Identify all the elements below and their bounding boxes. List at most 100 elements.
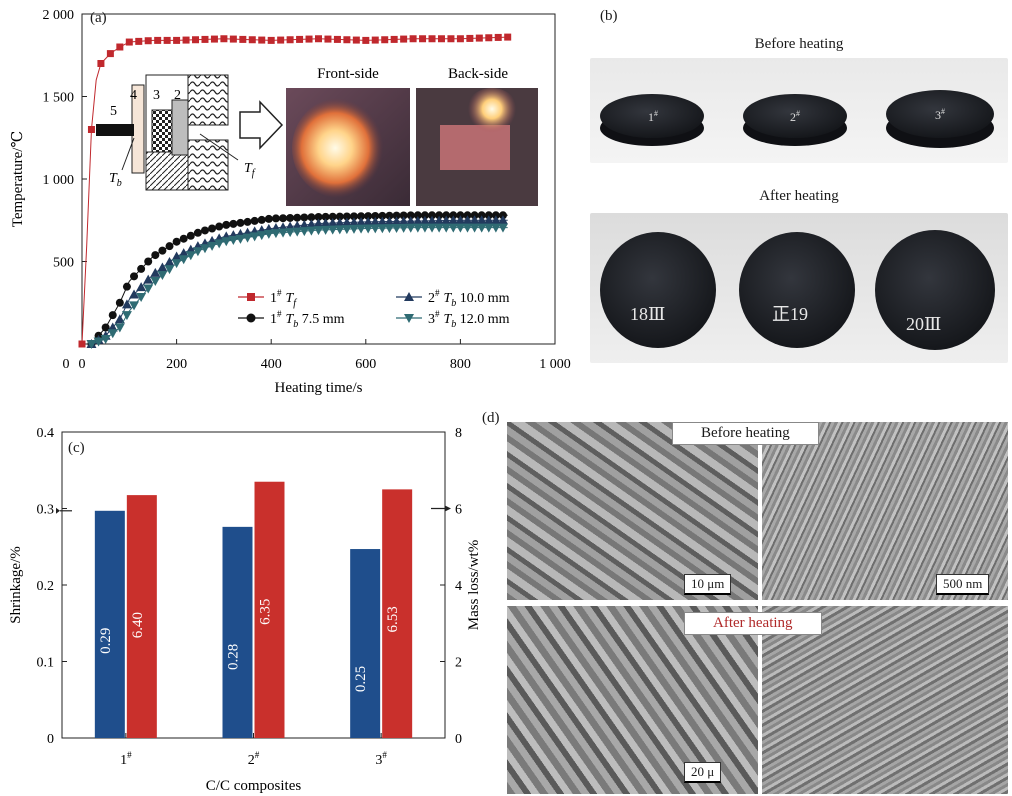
point-0-33: [390, 35, 398, 43]
point-0-18: [248, 36, 256, 44]
point-0-26: [324, 35, 332, 43]
x-tick-label-3: 600: [355, 357, 376, 372]
point-3-48: [427, 223, 438, 233]
point-2-6: [129, 289, 140, 299]
point-0-4: [116, 43, 124, 51]
sem-before-right: [762, 422, 1008, 600]
point-2-36: [341, 217, 352, 227]
point-2-53: [462, 215, 473, 225]
point-1-50: [442, 211, 451, 220]
point-0-23: [296, 35, 304, 43]
point-2-32: [313, 218, 324, 228]
point-0-32: [381, 36, 389, 44]
legend-label-1-tf: 1#Tf: [270, 288, 297, 309]
point-3-37: [348, 224, 359, 234]
point-2-3: [107, 322, 118, 332]
point-0-19: [258, 36, 266, 44]
point-1-15: [193, 228, 202, 237]
point-2-50: [441, 215, 452, 225]
point-3-50: [441, 223, 452, 233]
point-3-11: [164, 265, 175, 275]
legend-marker-tb1: [246, 313, 256, 323]
point-0-27: [333, 35, 341, 43]
point-0-12: [192, 36, 200, 44]
point-2-12: [171, 251, 182, 261]
panel-label-c: (c): [68, 440, 85, 456]
legend-label-3-tb: 3#Tb 12.0 mm: [428, 309, 510, 330]
point-0-42: [475, 34, 483, 42]
sample-2-before: 2#: [743, 94, 847, 146]
x-axis-title: Heating time/s: [275, 380, 363, 396]
point-1-28: [286, 213, 295, 222]
point-2-38: [356, 217, 367, 227]
svg-text:1#: 1#: [648, 109, 658, 124]
point-3-42: [384, 224, 395, 234]
point-0-13: [201, 35, 209, 43]
point-2-11: [164, 256, 175, 266]
point-0-29: [352, 36, 360, 44]
point-3-31: [306, 226, 317, 236]
point-3-47: [419, 223, 430, 233]
point-2-10: [157, 262, 168, 272]
point-3-27: [278, 228, 289, 238]
point-2-55: [476, 215, 487, 225]
point-2-44: [398, 216, 409, 226]
point-1-13: [179, 234, 188, 243]
point-1-4: [115, 298, 124, 307]
point-1-51: [449, 211, 458, 220]
point-1-8: [144, 257, 153, 266]
sem-before-left: [507, 422, 758, 600]
bar-shrinkage-1: [222, 526, 253, 738]
scale-bar-500nm: 500 nm: [936, 574, 990, 595]
point-1-2: [101, 323, 110, 332]
tb-leader-line: [121, 137, 135, 171]
point-1-35: [335, 212, 344, 221]
point-3-14: [185, 251, 196, 261]
point-2-46: [412, 215, 423, 225]
legend-marker-tf: [247, 293, 255, 301]
point-3-3: [107, 329, 118, 339]
point-1-37: [349, 212, 358, 221]
sample-3-before: 3#: [886, 90, 994, 148]
point-0-35: [409, 35, 417, 43]
y-axis-title: Temperature/℃: [10, 131, 26, 228]
point-1-21: [236, 218, 245, 227]
point-2-8: [143, 274, 154, 284]
point-2-39: [363, 216, 374, 226]
point-3-20: [228, 236, 239, 246]
point-2-9: [150, 267, 161, 277]
point-0-28: [343, 36, 351, 44]
y-tick-label-2: 1 500: [43, 91, 75, 106]
sample-3-after: 20Ⅲ: [875, 230, 995, 350]
scale-bar-20um: 20 μ: [684, 762, 722, 783]
left-tick-label-4: 0.4: [37, 426, 55, 441]
point-3-13: [178, 255, 189, 265]
tb-label: Tb: [109, 171, 122, 189]
point-3-41: [377, 224, 388, 234]
point-1-48: [428, 211, 437, 220]
sem-after-label: After heating: [684, 612, 822, 635]
schematic-layer-2: [171, 99, 189, 156]
point-1-41: [378, 211, 387, 220]
point-0-20: [267, 36, 275, 44]
sample-holder-schematic: [96, 74, 284, 191]
point-2-56: [483, 215, 494, 225]
left-tick-label-1: 0.1: [37, 656, 55, 671]
sample-discs: 1# 2# 3# 18Ⅲ 正19 20Ⅲ: [600, 90, 995, 350]
point-1-32: [314, 212, 323, 221]
point-0-9: [163, 36, 171, 44]
x-tick-label-1: 2#: [248, 750, 260, 768]
point-1-10: [158, 246, 167, 255]
x-tick-label-2: 400: [261, 357, 282, 372]
bar-massloss-2: [382, 489, 413, 738]
bar-shrinkage-0: [94, 510, 125, 738]
point-2-52: [455, 215, 466, 225]
point-3-54: [469, 223, 480, 233]
point-3-33: [320, 225, 331, 235]
schematic-insulation-top: [187, 74, 229, 126]
point-3-57: [490, 223, 501, 233]
bar-label-shrinkage-0: 0.29: [98, 628, 114, 654]
schematic-number-4: 4: [130, 88, 137, 103]
